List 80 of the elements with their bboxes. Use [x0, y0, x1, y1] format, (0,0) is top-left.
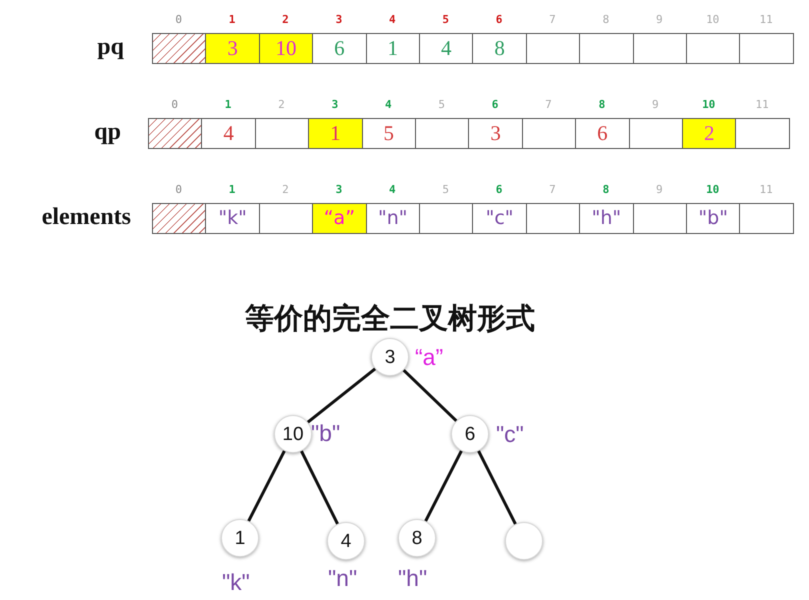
index-number: 8	[602, 183, 610, 196]
index-number: 6	[494, 183, 504, 196]
index-number: 9	[650, 98, 660, 111]
index-number: 1	[228, 183, 236, 196]
array-cell: 4	[419, 33, 474, 64]
index-number: 9	[654, 183, 664, 196]
index-number: 10	[705, 183, 720, 196]
array-cell: 1	[308, 118, 363, 149]
index-number: 9	[654, 13, 664, 26]
array-cell: "b"	[686, 203, 740, 234]
element-label: “a”	[415, 344, 444, 370]
index-number: 5	[437, 98, 446, 111]
array-cell: "h"	[579, 203, 634, 234]
element-label: "c"	[496, 421, 524, 447]
index-number: 11	[758, 13, 774, 26]
tree-node: 6	[451, 415, 489, 453]
index-number: 8	[602, 13, 610, 26]
tree-edge	[306, 368, 376, 424]
element-label: "b"	[311, 420, 340, 446]
hatched-cell	[152, 33, 206, 64]
array-cell: 2	[682, 118, 736, 149]
tree-node: 4	[327, 522, 365, 560]
index-number: 4	[388, 183, 397, 196]
array-cell: 6	[575, 118, 630, 149]
index-number: 0	[174, 183, 183, 196]
tree-edge	[477, 450, 517, 525]
index-number: 5	[441, 13, 450, 26]
index-number: 3	[330, 98, 340, 111]
array-cell: “a”	[312, 203, 367, 234]
index-number: 2	[277, 98, 286, 111]
tree-edge	[300, 450, 339, 525]
index-number: 7	[548, 13, 557, 26]
empty-tree-node	[505, 522, 543, 560]
array-name: qp	[94, 119, 121, 146]
array-cell: "n"	[366, 203, 420, 234]
tree-node: 1	[221, 519, 259, 557]
array-cell: 3	[205, 33, 260, 64]
section-heading: 等价的完全二叉树形式	[245, 300, 535, 337]
array-name: pq	[97, 34, 124, 61]
index-number: 11	[754, 98, 770, 111]
tree-edge	[402, 369, 458, 422]
index-number: 1	[224, 98, 232, 111]
index-number: 7	[544, 98, 553, 111]
index-number: 1	[228, 13, 236, 26]
index-number: 6	[494, 13, 504, 26]
index-number: 0	[170, 98, 179, 111]
tree-node: 10	[274, 415, 312, 453]
index-number: 10	[705, 13, 720, 26]
tree-node: 8	[398, 519, 436, 557]
array-cell: "k"	[205, 203, 260, 234]
index-number: 2	[281, 183, 290, 196]
array-cell: 6	[312, 33, 367, 64]
index-number: 8	[598, 98, 606, 111]
element-label: "k"	[222, 569, 250, 595]
index-number: 3	[334, 183, 344, 196]
index-number: 7	[548, 183, 557, 196]
hatched-cell	[148, 118, 202, 149]
tree-node: 3	[371, 338, 409, 376]
array-cell: "c"	[472, 203, 527, 234]
index-number: 5	[441, 183, 450, 196]
index-number: 3	[334, 13, 344, 26]
array-cell: 4	[201, 118, 256, 149]
array-cell: 8	[472, 33, 527, 64]
index-number: 4	[388, 13, 397, 26]
index-number: 11	[758, 183, 774, 196]
element-label: "n"	[328, 565, 358, 591]
tree-edge	[424, 450, 463, 522]
index-number: 10	[701, 98, 716, 111]
array-cell: 3	[468, 118, 523, 149]
tree-edge	[247, 450, 286, 522]
index-number: 0	[174, 13, 183, 26]
hatched-cell	[152, 203, 206, 234]
element-label: "h"	[398, 565, 428, 591]
array-cell: 10	[258, 33, 314, 64]
array-name: elements	[42, 204, 131, 231]
index-number: 4	[384, 98, 393, 111]
array-cell: 5	[362, 118, 416, 149]
index-number: 6	[490, 98, 500, 111]
index-number: 2	[281, 13, 290, 26]
array-cell: 1	[366, 33, 420, 64]
